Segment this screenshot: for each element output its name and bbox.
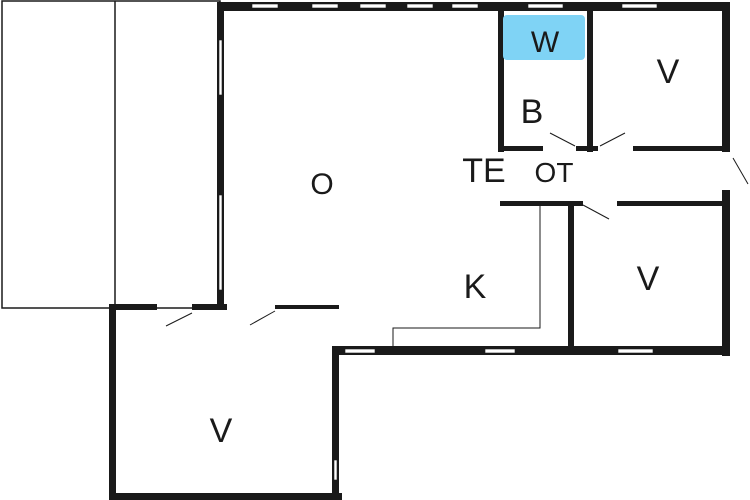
room-label-bedroom-top: V [657, 53, 680, 91]
balcony-outline [1, 0, 221, 309]
room-label-bath: B [521, 93, 544, 131]
windows [218, 3, 658, 481]
room-label-hall-te: TE [462, 152, 505, 190]
door-swings [165, 132, 749, 327]
room-label-bedroom-bottom: V [210, 412, 233, 450]
kitchen-counter [392, 206, 541, 348]
room-label-bedroom-right: V [637, 260, 660, 298]
room-label-living: O [310, 168, 333, 201]
washer-area [503, 15, 585, 60]
room-label-washer: W [531, 26, 560, 59]
room-label-hall-ot: OT [535, 157, 574, 188]
room-label-kitchen: K [464, 268, 487, 306]
walls [109, 2, 730, 500]
